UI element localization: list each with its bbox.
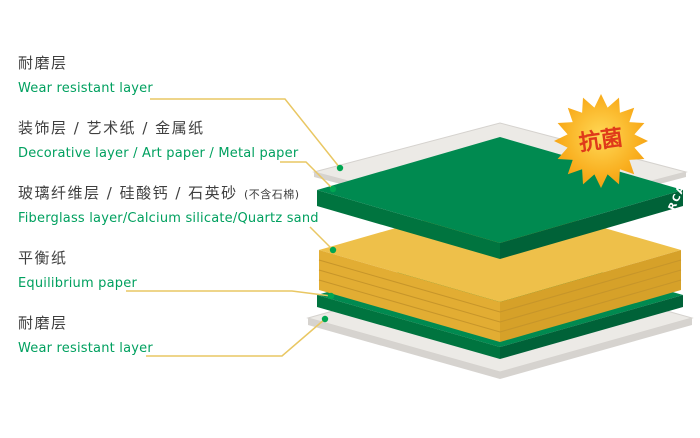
label-zh: 玻璃纤维层 / 硅酸钙 / 石英砂 (不含石棉) xyxy=(18,182,319,203)
badge-label: 抗菌 xyxy=(577,125,624,157)
layer-dot xyxy=(321,315,329,323)
starburst-icon xyxy=(554,94,648,188)
label-zh: 耐磨层 xyxy=(18,54,68,72)
layer-side-face xyxy=(317,295,500,359)
leader-lines xyxy=(126,98,341,357)
label-en: Wear resistant layer xyxy=(18,81,153,96)
layer-dot xyxy=(329,246,337,254)
label-zh: 平衡纸 xyxy=(18,249,68,267)
label-wear-resistant-bottom: 耐磨层 Wear resistant layer xyxy=(18,312,153,356)
leader-line-4 xyxy=(126,290,332,297)
layer-dot xyxy=(329,185,337,193)
layer-dot xyxy=(327,292,335,300)
sheet-stack-line xyxy=(318,259,682,313)
label-en: Fiberglass layer/Calcium silicate/Quartz… xyxy=(18,211,319,226)
label-zh-note: (不含石棉) xyxy=(243,188,300,201)
sheet-stack-line xyxy=(318,279,682,333)
layer-side-face xyxy=(500,318,692,379)
layer-side-face xyxy=(500,190,683,259)
label-zh: 耐磨层 xyxy=(18,314,68,332)
leader-line-3 xyxy=(309,226,334,251)
layer-dot xyxy=(336,164,344,172)
leader-line-1 xyxy=(150,98,341,169)
layer-side-face xyxy=(500,295,683,359)
label-en: Wear resistant layer xyxy=(18,341,153,356)
antibacterial-badge: 抗菌 xyxy=(554,94,648,188)
label-equilibrium-paper: 平衡纸 Equilibrium paper xyxy=(18,247,137,291)
label-fiberglass-layer: 玻璃纤维层 / 硅酸钙 / 石英砂 (不含石棉) Fiberglass laye… xyxy=(18,182,319,226)
layer-side-face xyxy=(308,318,500,379)
label-decorative-layer: 装饰层 / 艺术纸 / 金属纸 Decorative layer / Art p… xyxy=(18,117,298,161)
layer-anchor-dots xyxy=(321,164,344,323)
layer-side-face xyxy=(317,190,500,259)
sheet-stack-line xyxy=(318,269,682,323)
label-zh: 装饰层 / 艺术纸 / 金属纸 xyxy=(18,119,205,137)
label-en: Equilibrium paper xyxy=(18,276,137,291)
leader-line-2 xyxy=(280,161,334,190)
label-wear-resistant-top: 耐磨层 Wear resistant layer xyxy=(18,52,153,96)
leader-line-5 xyxy=(146,318,326,357)
label-zh-main: 玻璃纤维层 / 硅酸钙 / 石英砂 xyxy=(18,184,238,202)
label-en: Decorative layer / Art paper / Metal pap… xyxy=(18,146,299,161)
